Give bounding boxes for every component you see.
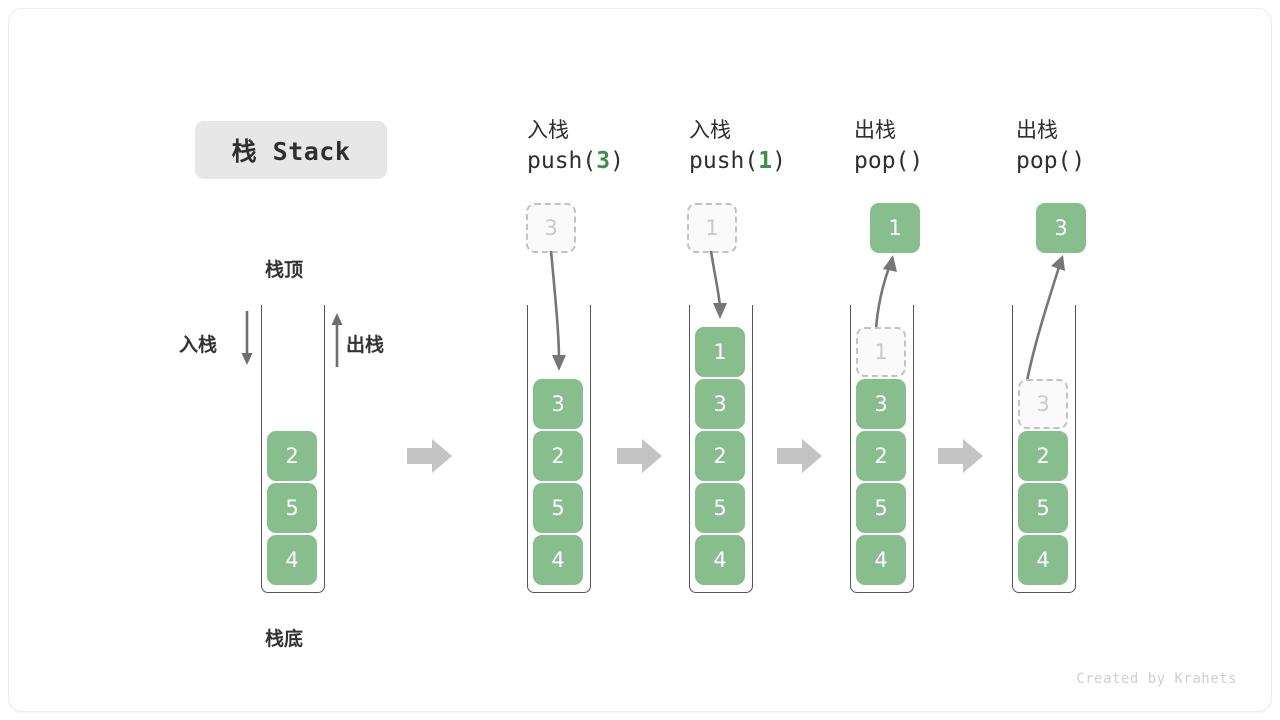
stack-container-pop-1 [850, 305, 914, 593]
pop-direction-label: 出栈 [346, 334, 385, 356]
stack-cell: 4 [1018, 535, 1068, 585]
floating-cell-pop-1: 1 [870, 203, 920, 253]
stack-cell: 4 [695, 535, 745, 585]
transition-arrow-icon [938, 439, 983, 473]
pop-flow-arrow-icon [874, 255, 897, 330]
footer-credit: Created by Krahets [1076, 671, 1237, 687]
push-direction-arrow-icon [241, 311, 253, 365]
stack-cell: 3 [856, 379, 906, 429]
stack-cell: 1 [695, 327, 745, 377]
stack-container-pop-3 [1012, 305, 1076, 593]
code-suffix: ) [1071, 148, 1086, 174]
stack-cell: 4 [533, 535, 583, 585]
operation-caption-push-3: 入栈 push(3) [527, 115, 697, 177]
stack-cell: 2 [533, 431, 583, 481]
operation-label: 入栈 [527, 118, 569, 142]
stack-cell: 2 [856, 431, 906, 481]
code-prefix: push( [689, 148, 759, 174]
stack-container-push-3 [527, 305, 591, 593]
stack-container-push-1 [689, 305, 753, 593]
floating-cell-pop-3: 3 [1036, 203, 1086, 253]
transition-arrow-icon [407, 439, 452, 473]
code-suffix: ) [772, 148, 786, 174]
stack-cell: 5 [856, 483, 906, 533]
transition-arrow-icon [777, 439, 822, 473]
stack-cell: 3 [533, 379, 583, 429]
transition-arrow-icon [617, 439, 662, 473]
operation-caption-pop-3: 出栈 pop() [1016, 115, 1186, 177]
push-flow-arrow-icon [549, 250, 566, 371]
code-prefix: pop( [1016, 148, 1072, 174]
stack-cell: 5 [1018, 483, 1068, 533]
operation-label: 入栈 [689, 118, 731, 142]
operation-caption-push-1: 入栈 push(1) [689, 115, 859, 177]
stack-cell: 4 [267, 535, 317, 585]
pop-direction-arrow-icon [331, 313, 343, 367]
stack-cell: 3 [1018, 379, 1068, 429]
stack-cell: 5 [695, 483, 745, 533]
operation-label: 出栈 [1016, 118, 1058, 142]
stack-bottom-label: 栈底 [265, 628, 304, 650]
stack-cell: 5 [267, 483, 317, 533]
stack-cell: 4 [856, 535, 906, 585]
stack-cell: 2 [695, 431, 745, 481]
push-direction-label: 入栈 [179, 334, 218, 356]
operation-code: pop() [1016, 145, 1186, 177]
code-argument: 3 [596, 148, 611, 174]
stack-cell: 3 [695, 379, 745, 429]
code-argument: 1 [758, 148, 773, 174]
floating-cell-push-1: 1 [687, 203, 737, 253]
page-title: 栈 Stack [195, 121, 387, 179]
pop-flow-arrow-icon [1025, 255, 1065, 382]
stack-container-initial [261, 305, 325, 593]
operation-caption-pop-1: 出栈 pop() [854, 115, 1024, 177]
operation-code: push(1) [689, 145, 859, 177]
code-suffix: ) [610, 148, 624, 174]
floating-cell-push-3: 3 [526, 203, 576, 253]
push-flow-arrow-icon [709, 250, 727, 319]
code-prefix: pop( [854, 148, 910, 174]
diagram-card: 栈 Stack 栈顶 栈底 入栈 出栈 2 5 4 入栈 push(3) [8, 8, 1272, 712]
stack-cell: 2 [267, 431, 317, 481]
operation-code: pop() [854, 145, 1024, 177]
code-prefix: push( [527, 148, 597, 174]
code-suffix: ) [909, 148, 924, 174]
operation-label: 出栈 [854, 118, 896, 142]
stack-cell: 1 [856, 327, 906, 377]
operation-code: push(3) [527, 145, 697, 177]
stack-cell: 2 [1018, 431, 1068, 481]
stack-top-label: 栈顶 [265, 259, 304, 281]
stack-cell: 5 [533, 483, 583, 533]
